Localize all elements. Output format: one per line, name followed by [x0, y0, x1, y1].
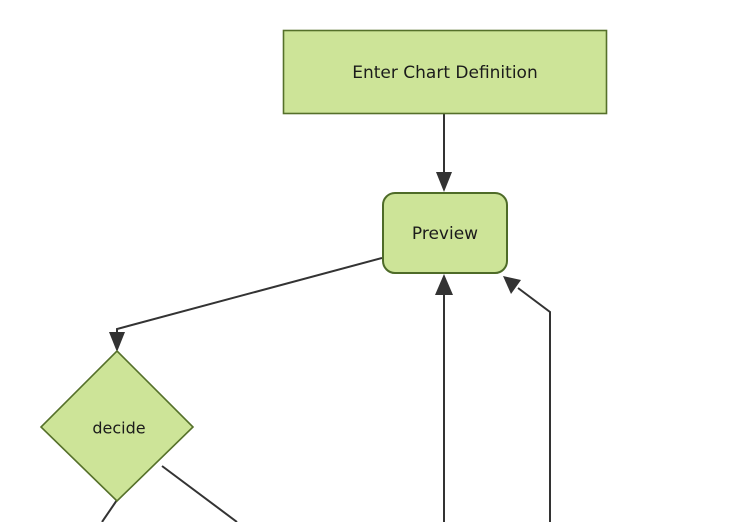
arrowhead-icon	[436, 172, 452, 192]
node-label-decide: decide	[92, 419, 145, 438]
edge-preview-to-decide	[109, 257, 383, 352]
edge-line	[116, 257, 383, 336]
edge-line	[161, 465, 238, 522]
node-rectangle[interactable]	[282, 29, 608, 115]
arrowhead-icon	[503, 276, 521, 294]
node-rounded-rectangle[interactable]	[382, 192, 508, 274]
edge-decide-bottom-left	[101, 499, 118, 522]
node-label-preview: Preview	[412, 224, 478, 244]
node-preview[interactable]: Preview	[382, 192, 508, 274]
node-enter-chart-definition[interactable]: Enter Chart Definition	[282, 29, 608, 115]
edge-bottom-center-to-preview	[435, 274, 453, 522]
edge-bottom-right-to-preview	[503, 276, 551, 522]
node-label-enter-chart-definition: Enter Chart Definition	[352, 63, 537, 83]
edge-decide-bottom-right	[161, 465, 238, 522]
arrowhead-icon	[109, 332, 125, 352]
edge-enter-to-preview	[436, 114, 452, 192]
arrowhead-icon	[435, 274, 453, 295]
node-diamond[interactable]	[39, 349, 195, 503]
edge-line	[101, 499, 118, 522]
node-decide[interactable]: decide	[39, 349, 195, 503]
edge-line	[517, 287, 551, 522]
